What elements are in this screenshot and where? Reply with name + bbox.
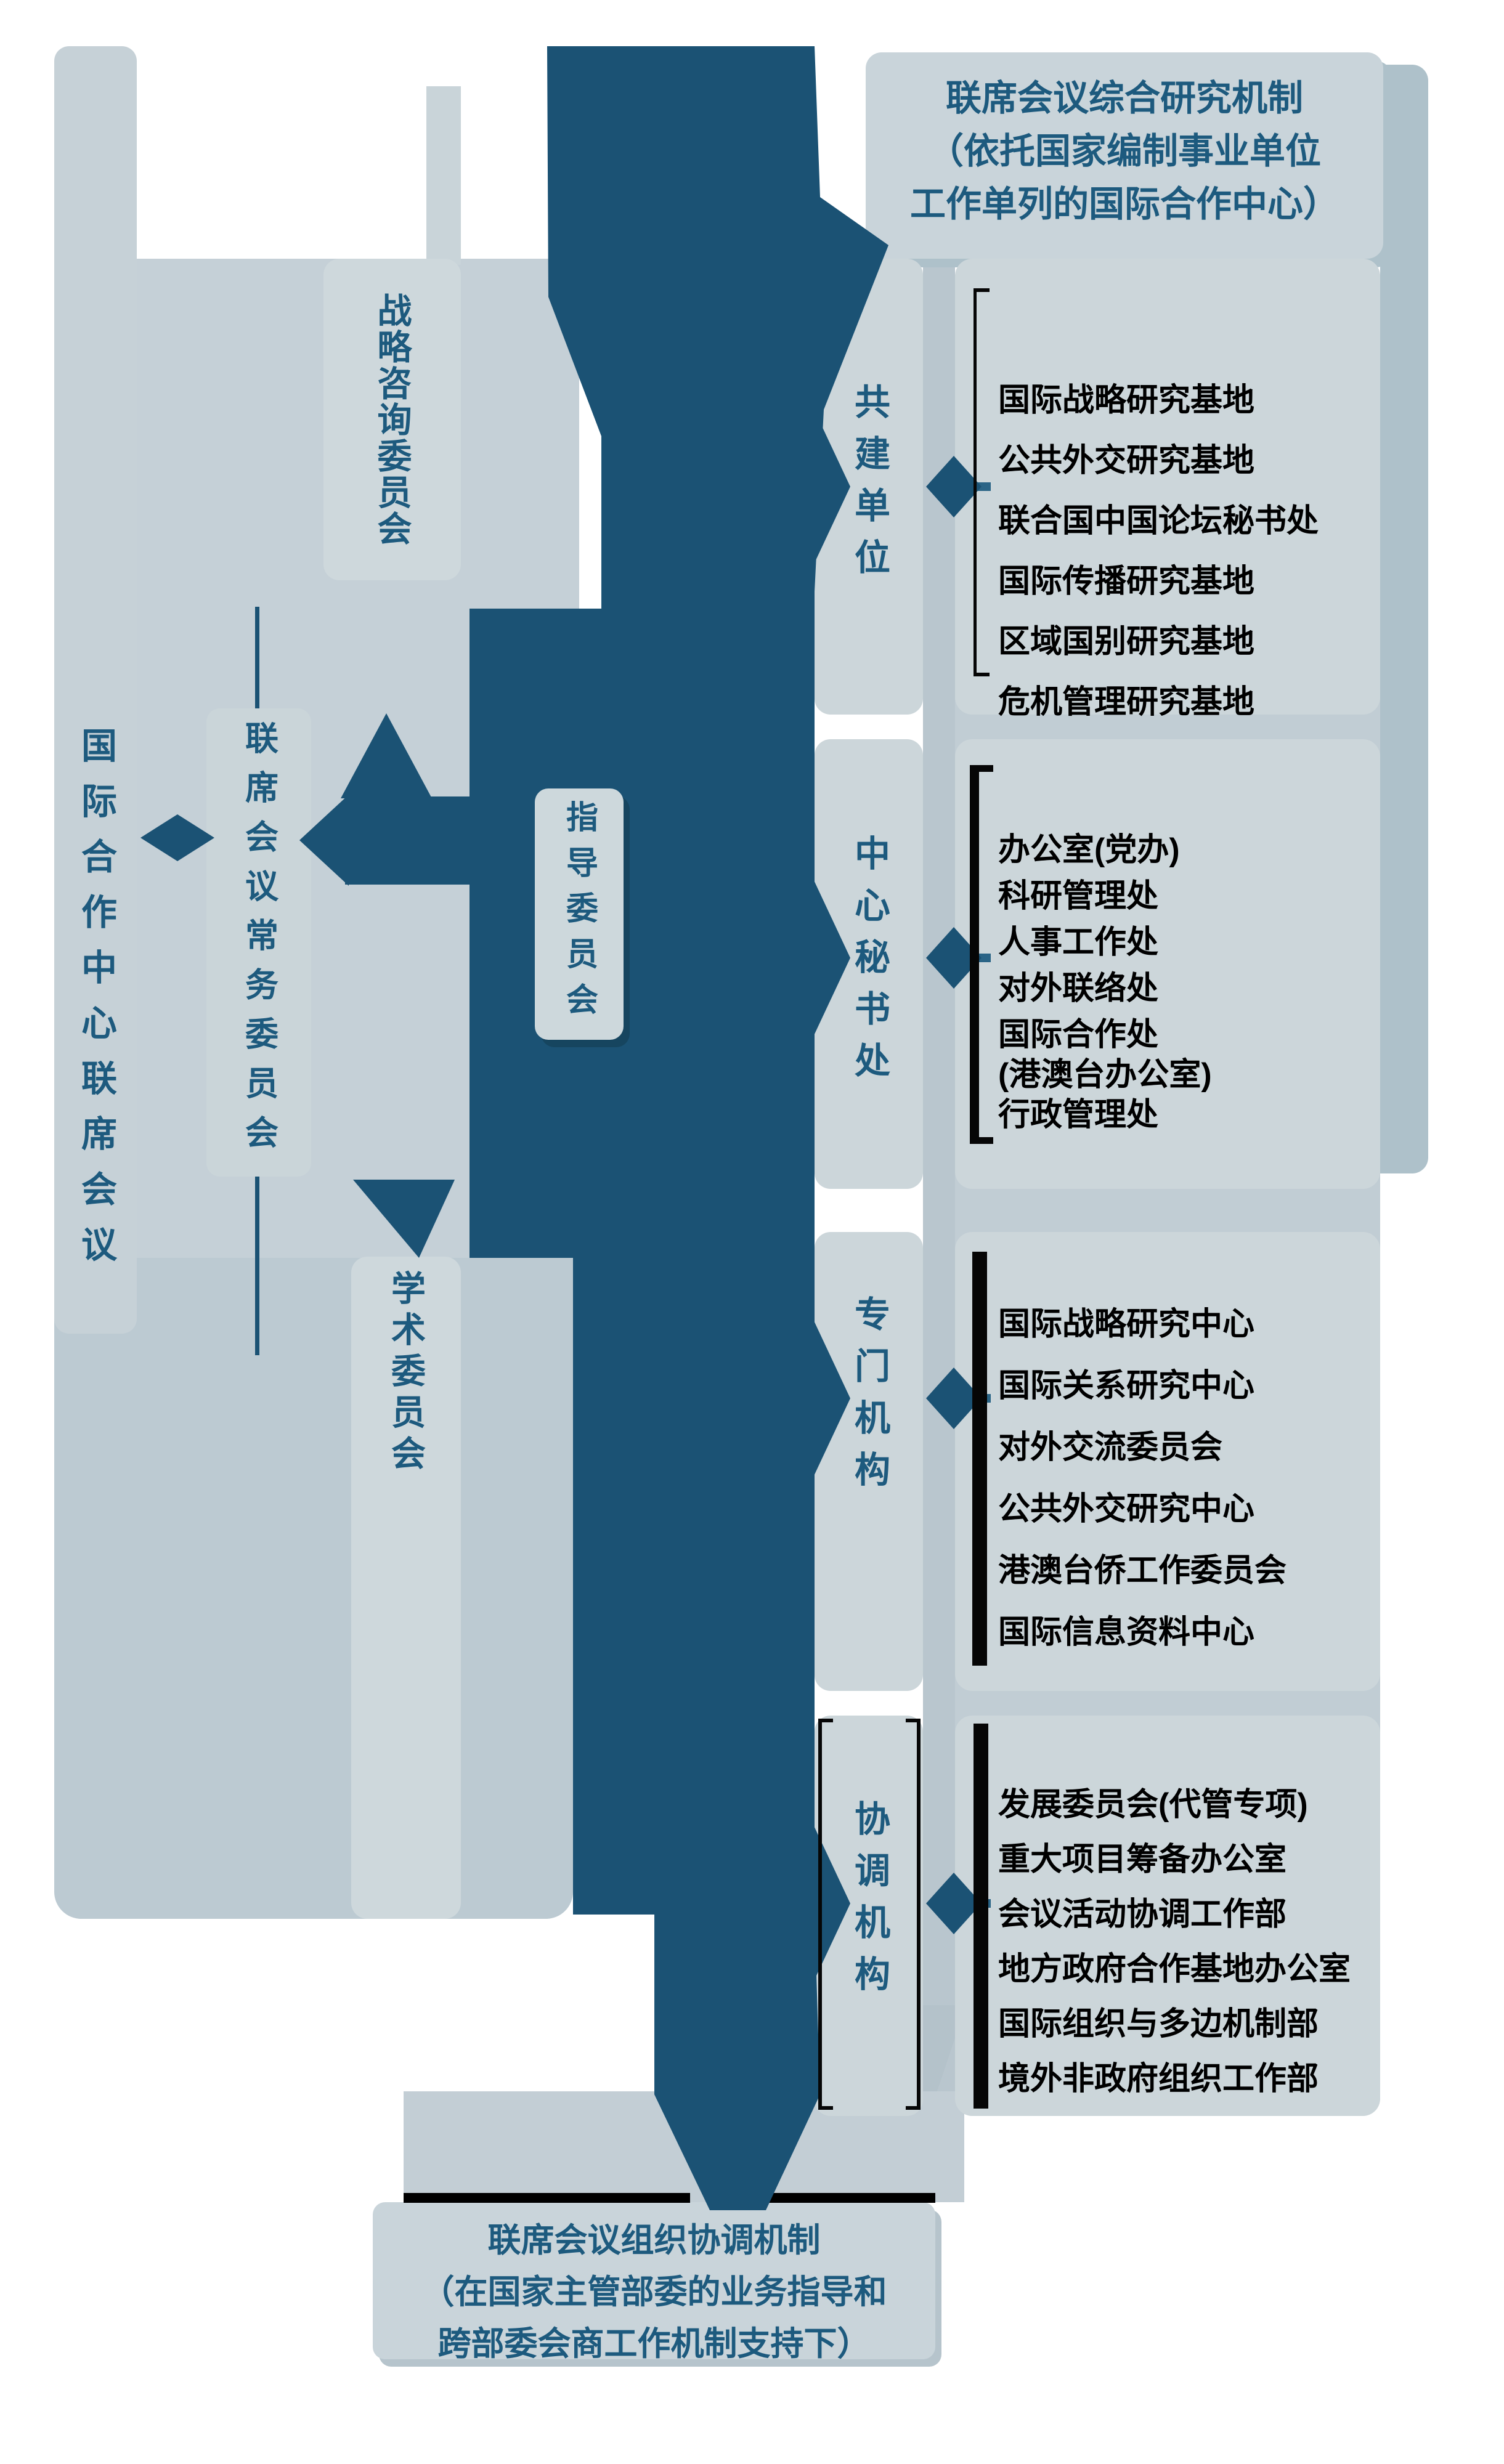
- standing-committee-column: 联席会议常务委员会: [206, 708, 311, 1177]
- title-line-1: 联席会议综合研究机制: [945, 78, 1303, 118]
- list-item: 区域国别研究基地: [998, 624, 1255, 660]
- joint-meeting-column: 国际合作中心联席会议: [54, 46, 137, 1334]
- branch-list-special-agencies: 国际战略研究中心 国际关系研究中心 对外交流委员会 公共外交研究中心 港澳台侨工…: [955, 1232, 1380, 1691]
- branch-label-special-agencies: 专门机构: [815, 1232, 923, 1691]
- title-line-2: （依托国家编制事业单位: [927, 131, 1321, 171]
- academic-committee-label: 学术委员会: [386, 1270, 426, 1477]
- strategic-advisory-box: 战略咨询委员会: [323, 259, 461, 580]
- list-item: 国际战略研究基地: [998, 383, 1255, 418]
- branch-list-coordination: 发展委员会(代管专项) 重大项目筹备办公室 会议活动协调工作部 地方政府合作基地…: [955, 1716, 1380, 2116]
- list-item: 地方政府合作基地办公室: [998, 1951, 1351, 1987]
- list-item: 重大项目筹备办公室: [998, 1842, 1287, 1878]
- bracket-coordination-right: [902, 1719, 921, 2110]
- bottom-line-3: 跨部委会商工作机制支持下）: [437, 2325, 871, 2362]
- title-text: 联席会议综合研究机制 （依托国家编制事业单位 工作单列的国际合作中心）: [866, 52, 1383, 231]
- bracket-coordination-left: [818, 1719, 837, 2110]
- bottom-line-2: （在国家主管部委的业务指导和: [421, 2274, 887, 2311]
- list-item: 发展委员会(代管专项): [998, 1787, 1308, 1823]
- bottom-line-1: 联席会议组织协调机制: [487, 2222, 821, 2259]
- bottom-box-text: 联席会议组织协调机制 （在国家主管部委的业务指导和 跨部委会商工作机制支持下）: [373, 2202, 935, 2370]
- bracket-list-3: [972, 1252, 987, 1666]
- backdrop-strip-above-advisory: [426, 86, 461, 265]
- connector-line-below-standing: [255, 1177, 259, 1355]
- list-item: 国际合作处: [998, 1017, 1159, 1053]
- list-item: 办公室(党办): [998, 832, 1180, 868]
- branch-label-1-text: 共建单位: [849, 383, 889, 590]
- list-item: 联合国中国论坛秘书处: [998, 503, 1319, 539]
- academic-committee-box: 学术委员会: [351, 1257, 461, 1919]
- bracket-list-2: [970, 765, 994, 1144]
- standing-committee-label: 联席会议常务委员会: [240, 721, 277, 1164]
- list-item: 境外非政府组织工作部: [998, 2061, 1319, 2097]
- bracket-list-4: [974, 1724, 988, 2109]
- list-item: 国际关系研究中心: [998, 1368, 1255, 1404]
- bottom-box: 联席会议组织协调机制 （在国家主管部委的业务指导和 跨部委会商工作机制支持下）: [373, 2202, 935, 2362]
- branch-list-coconstruction: 国际战略研究基地 公共外交研究基地 联合国中国论坛秘书处 国际传播研究基地 区域…: [955, 259, 1380, 720]
- bottom-box-top-rule-left: [404, 2193, 690, 2203]
- list-item: (港澳台办公室): [998, 1057, 1212, 1093]
- list-item: 公共外交研究基地: [998, 443, 1255, 479]
- connector-line-above-standing: [255, 607, 259, 708]
- divider-strip: [923, 259, 955, 2116]
- list-item: 会议活动协调工作部: [998, 1897, 1287, 1932]
- steering-committee-box: 指导委员会: [535, 788, 624, 1040]
- list-item: 危机管理研究基地: [998, 684, 1255, 720]
- bracket-list-1: [974, 288, 993, 676]
- branch-label-2-text: 中心秘书处: [849, 835, 889, 1093]
- branch-list-secretariat: 办公室(党办) 科研管理处 人事工作处 对外联络处 国际合作处 (港澳台办公室)…: [955, 739, 1380, 1189]
- backdrop-lower-left-band: [54, 1258, 573, 1919]
- bottom-box-top-rule-right: [709, 2193, 935, 2203]
- strategic-advisory-label: 战略咨询委员会: [373, 292, 412, 547]
- branch-label-secretariat: 中心秘书处: [815, 739, 923, 1189]
- branch-label-3-text: 专门机构: [849, 1295, 889, 1502]
- list-item: 国际传播研究基地: [998, 564, 1255, 599]
- list-item: 对外交流委员会: [998, 1430, 1223, 1465]
- joint-meeting-label: 国际合作中心联席会议: [76, 727, 116, 1281]
- branch-label-4-text: 协调机构: [849, 1800, 889, 2007]
- steering-committee-label: 指导委员会: [561, 800, 597, 1028]
- list-item: 人事工作处: [998, 925, 1159, 960]
- list-item: 国际组织与多边机制部: [998, 2006, 1319, 2042]
- shadow-strip-right: [1380, 65, 1428, 1173]
- branch-label-coconstruction: 共建单位: [815, 259, 923, 715]
- list-item: 港澳台侨工作委员会: [998, 1553, 1287, 1589]
- title-line-3: 工作单列的国际合作中心）: [909, 184, 1339, 224]
- list-item: 行政管理处: [998, 1097, 1159, 1133]
- list-item: 公共外交研究中心: [998, 1491, 1255, 1527]
- list-item: 国际信息资料中心: [998, 1615, 1255, 1650]
- list-item: 国际战略研究中心: [998, 1307, 1255, 1342]
- title-box: 联席会议综合研究机制 （依托国家编制事业单位 工作单列的国际合作中心）: [866, 52, 1383, 259]
- list-item: 科研管理处: [998, 878, 1159, 914]
- list-item: 对外联络处: [998, 971, 1159, 1007]
